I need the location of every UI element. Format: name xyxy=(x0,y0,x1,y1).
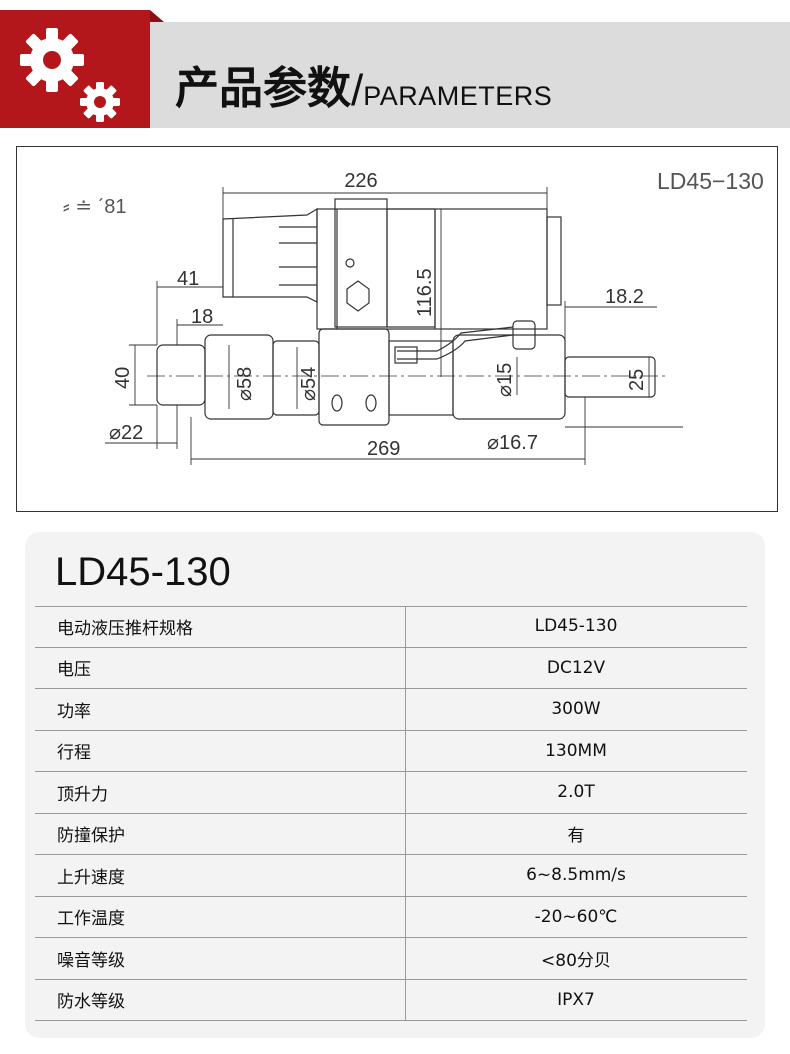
page-title-en: PARAMETERS xyxy=(363,81,553,111)
spec-table: 电动液压推杆规格 LD45-130 电压 DC12V 功率 300W 行程 130MM 顶升力 2… xyxy=(35,606,747,1021)
drawing-angle-note: ⸗ ≐ ˊ81 xyxy=(63,196,126,218)
spec-model-title: LD45-130 xyxy=(55,550,231,594)
spec-key: 防撞保护 xyxy=(57,826,125,847)
column-divider xyxy=(405,730,406,771)
spec-key: 电动液压推杆规格 xyxy=(57,618,193,639)
spec-key: 电压 xyxy=(57,660,91,681)
spec-card: LD45-130 电动液压推杆规格 LD45-130 电压 DC12V 功率 300W 行程… xyxy=(25,532,765,1038)
spec-key: 上升速度 xyxy=(57,867,125,888)
spec-value: 6~8.5mm/s xyxy=(526,865,626,886)
table-row: 工作温度 -20~60℃ xyxy=(35,896,747,938)
dim-22: ⌀22 xyxy=(109,422,143,444)
header-red-block xyxy=(0,10,150,128)
dim-left-offset: 41 xyxy=(177,268,199,290)
spec-key: 防水等级 xyxy=(57,992,125,1013)
dim-right-step: 18.2 xyxy=(605,286,644,308)
column-divider xyxy=(405,689,406,730)
header-tab-shadow xyxy=(150,10,164,22)
spec-key: 噪音等级 xyxy=(57,950,125,971)
spec-value: IPX7 xyxy=(557,989,595,1010)
column-divider xyxy=(405,647,406,688)
technical-drawing: LD45−130 ⸗ ≐ ˊ81 226 41 18 18.2 ⌀16.7 ⌀2… xyxy=(16,146,778,512)
spec-value: -20~60℃ xyxy=(534,906,618,927)
page-title-slash: / xyxy=(351,66,364,115)
table-row: 功率 300W xyxy=(35,689,747,731)
dim-54: ⌀54 xyxy=(298,367,320,401)
dim-15: ⌀15 xyxy=(494,363,516,397)
table-row: 电动液压推杆规格 LD45-130 xyxy=(35,606,747,648)
actuator-drawing: LD45−130 ⸗ ≐ ˊ81 226 41 18 18.2 ⌀16.7 ⌀2… xyxy=(63,168,764,465)
table-row: 防水等级 IPX7 xyxy=(35,979,747,1021)
dim-overall-top: 226 xyxy=(344,170,377,192)
column-divider xyxy=(405,813,406,854)
table-row: 电压 DC12V xyxy=(35,647,747,689)
spec-value: <80分贝 xyxy=(541,950,611,971)
spec-value: 300W xyxy=(551,699,601,720)
spec-value: 2.0T xyxy=(557,782,595,803)
dim-height-total: 116.5 xyxy=(414,268,436,317)
table-row: 上升速度 6~8.5mm/s xyxy=(35,855,747,897)
spec-key: 行程 xyxy=(57,743,91,764)
page-title-cn: 产品参数 xyxy=(175,63,351,114)
gears-icon xyxy=(20,28,120,122)
column-divider xyxy=(405,979,406,1020)
spec-value: LD45-130 xyxy=(534,616,618,637)
column-divider xyxy=(405,855,406,896)
spec-value: DC12V xyxy=(546,657,606,678)
page-title: 产品参数/PARAMETERS xyxy=(175,52,552,115)
table-row: 防撞保护 有 xyxy=(35,813,747,855)
spec-value: 130MM xyxy=(545,740,607,761)
table-row: 噪音等级 <80分贝 xyxy=(35,938,747,980)
dim-right-height: 25 xyxy=(626,369,648,391)
column-divider xyxy=(405,606,406,647)
table-row: 行程 130MM xyxy=(35,730,747,772)
section-header: 产品参数/PARAMETERS xyxy=(0,10,790,128)
dim-overall-bottom: 269 xyxy=(367,438,400,460)
column-divider xyxy=(405,896,406,937)
dim-left-height: 40 xyxy=(112,367,134,389)
dim-16-7: ⌀16.7 xyxy=(487,432,538,454)
spec-top-divider xyxy=(35,606,747,607)
column-divider xyxy=(405,938,406,979)
header-banner xyxy=(150,22,790,128)
spec-key: 功率 xyxy=(57,701,91,722)
dim-left-step: 18 xyxy=(191,306,213,328)
column-divider xyxy=(405,772,406,813)
dim-58: ⌀58 xyxy=(234,367,256,401)
spec-key: 顶升力 xyxy=(57,784,108,805)
drawing-model-label: LD45−130 xyxy=(657,168,764,194)
spec-key: 工作温度 xyxy=(57,909,125,930)
spec-value: 有 xyxy=(567,826,585,847)
table-row: 顶升力 2.0T xyxy=(35,772,747,814)
